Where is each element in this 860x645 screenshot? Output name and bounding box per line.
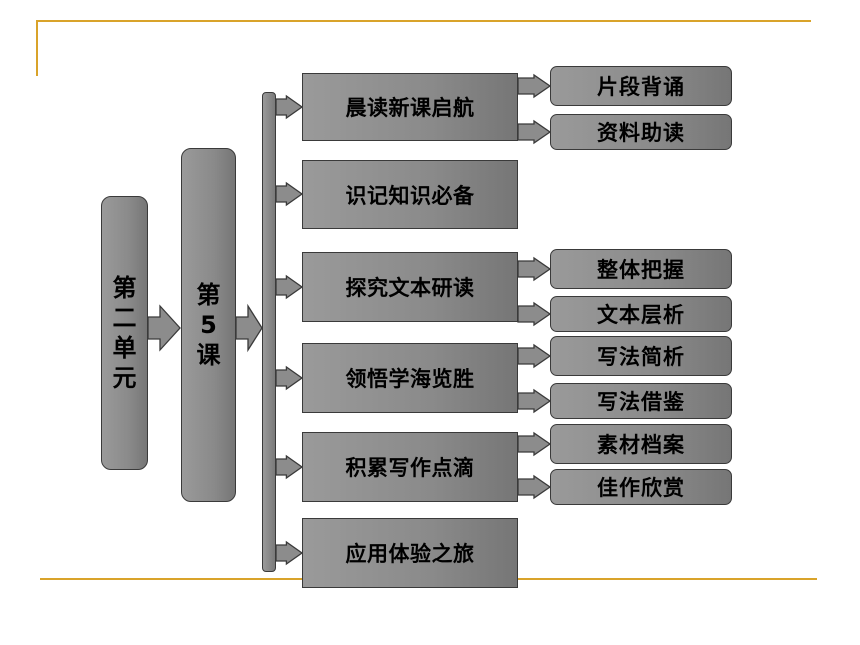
bar-to-section-arrow-3 (275, 274, 304, 300)
leaf-box-4a: 写法简析 (550, 336, 732, 376)
leaf-box-3a: 整体把握 (550, 249, 732, 289)
lesson-label: 第5课 (196, 281, 221, 369)
leaf-box-1a: 片段背诵 (550, 66, 732, 106)
lesson-box: 第5课 (181, 148, 236, 502)
leaf-arrow-1a (517, 73, 552, 99)
leaf-arrow-3b (517, 301, 552, 327)
section-label: 晨读新课启航 (345, 96, 475, 120)
leaf-arrow-4b (517, 388, 552, 414)
section-box-6: 应用体验之旅 (302, 518, 518, 588)
leaf-label: 整体把握 (597, 258, 685, 282)
section-label: 领悟学海览胜 (345, 367, 475, 391)
leaf-box-4b: 写法借鉴 (550, 383, 732, 419)
bar-to-section-arrow-5 (275, 454, 304, 480)
section-box-4: 领悟学海览胜 (302, 343, 518, 413)
leaf-label: 素材档案 (597, 433, 685, 457)
leaf-box-3b: 文本层析 (550, 296, 732, 332)
leaf-label: 写法简析 (597, 345, 685, 369)
unit-label: 第二单元 (112, 274, 137, 392)
left-rule (36, 20, 38, 76)
leaf-label: 片段背诵 (597, 75, 685, 99)
connector-bar (262, 92, 276, 572)
top-rule (36, 20, 811, 22)
section-label: 识记知识必备 (345, 183, 475, 208)
section-box-5: 积累写作点滴 (302, 432, 518, 502)
leaf-arrow-3a (517, 256, 552, 282)
leaf-box-5b: 佳作欣赏 (550, 469, 732, 505)
section-box-2: 识记知识必备 (302, 160, 518, 229)
leaf-arrow-1b (517, 119, 552, 145)
section-label: 积累写作点滴 (345, 456, 475, 480)
leaf-arrow-4a (517, 343, 552, 369)
unit-box: 第二单元 (101, 196, 148, 470)
section-label: 探究文本研读 (345, 276, 475, 300)
section-box-3: 探究文本研读 (302, 252, 518, 322)
leaf-arrow-5a (517, 431, 552, 457)
leaf-label: 文本层析 (597, 303, 685, 327)
section-box-1: 晨读新课启航 (302, 73, 518, 141)
lesson-to-bar-arrow (235, 303, 263, 353)
bar-to-section-arrow-1 (275, 94, 304, 120)
leaf-box-5a: 素材档案 (550, 424, 732, 464)
bar-to-section-arrow-4 (275, 365, 304, 391)
bar-to-section-arrow-6 (275, 540, 304, 566)
leaf-box-1b: 资料助读 (550, 114, 732, 150)
unit-to-lesson-arrow (147, 304, 181, 352)
leaf-label: 佳作欣赏 (597, 476, 685, 500)
section-label: 应用体验之旅 (345, 542, 475, 566)
leaf-label: 写法借鉴 (597, 390, 685, 414)
leaf-label: 资料助读 (597, 121, 685, 145)
bar-to-section-arrow-2 (275, 181, 304, 207)
leaf-arrow-5b (517, 474, 552, 500)
